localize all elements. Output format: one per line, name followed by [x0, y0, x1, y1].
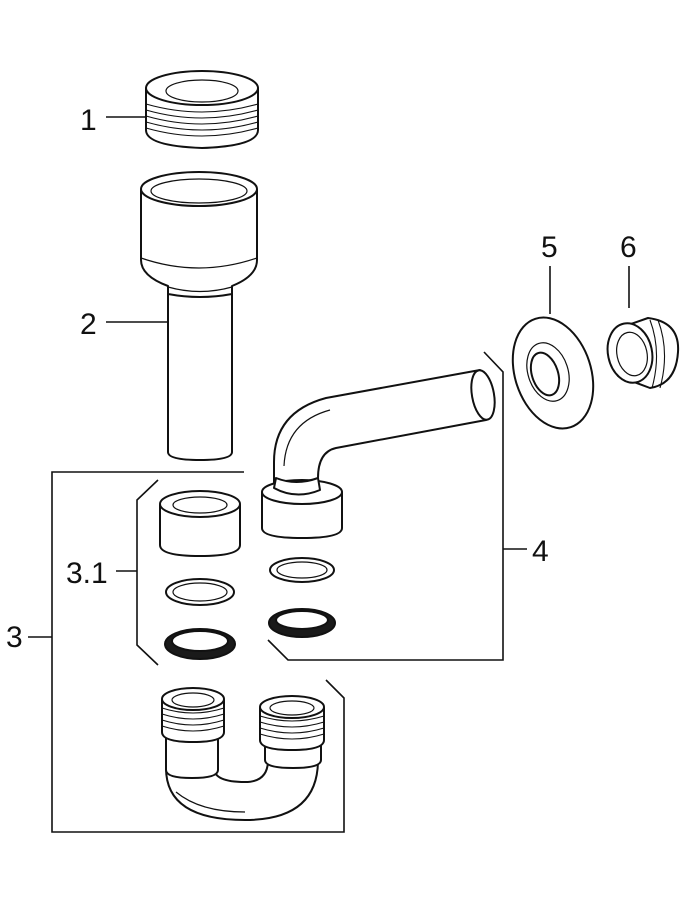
- part-6-wall-connector: [606, 317, 680, 389]
- bracket-part-4: [267, 351, 504, 661]
- label-part-6: 6: [620, 231, 637, 264]
- part-3-1-washer: [165, 578, 235, 606]
- part-3-1-union-nut: [159, 490, 241, 557]
- bracket-part-3-1: [136, 479, 159, 666]
- label-part-3-1: 3.1: [66, 557, 108, 590]
- part-3-1-gasket: [164, 628, 236, 660]
- part-4-union-nut: [261, 477, 343, 539]
- part-4-gasket: [268, 608, 336, 638]
- part-1-threaded-nut: [145, 70, 259, 149]
- label-part-1: 1: [80, 104, 97, 137]
- label-part-5: 5: [541, 231, 558, 264]
- part-4-washer: [269, 557, 335, 583]
- label-part-2: 2: [80, 308, 97, 341]
- part-5-wall-rosette: [511, 316, 595, 430]
- label-part-4: 4: [532, 535, 549, 568]
- part-3-u-bend-trap: [161, 687, 325, 821]
- part-4-elbow-pipe: [273, 369, 496, 491]
- label-part-3: 3: [6, 621, 23, 654]
- bracket-part-3: [51, 471, 345, 833]
- part-2-dip-tube: [140, 171, 258, 461]
